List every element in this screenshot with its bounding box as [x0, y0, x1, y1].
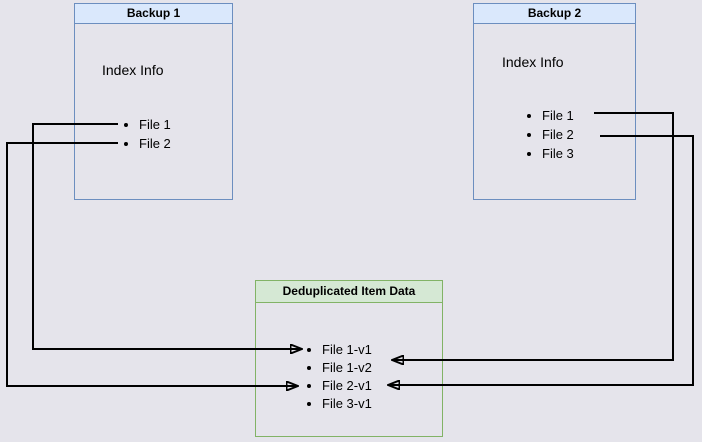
dedup-item: File 1-v1 [307, 341, 372, 359]
backup1-index-info-label: Index Info [102, 62, 164, 78]
backup2-file-list: File 1 File 2 File 3 [527, 106, 574, 163]
backup1-box: Backup 1 Index Info File 1 File 2 [74, 3, 233, 200]
deduplicated-item-data-box: Deduplicated Item Data File 1-v1 File 1-… [255, 280, 443, 437]
dedup-item: File 3-v1 [307, 395, 372, 413]
backup1-title: Backup 1 [75, 4, 232, 24]
dedup-item-list: File 1-v1 File 1-v2 File 2-v1 File 3-v1 [307, 341, 372, 413]
backup2-file-item: File 2 [527, 125, 574, 144]
backup2-title: Backup 2 [474, 4, 635, 24]
backup1-file-item: File 1 [124, 115, 171, 134]
dedup-item: File 2-v1 [307, 377, 372, 395]
backup2-file-item: File 3 [527, 144, 574, 163]
deduplicated-item-data-title: Deduplicated Item Data [256, 281, 442, 303]
backup1-file-list: File 1 File 2 [124, 115, 171, 153]
backup2-index-info-label: Index Info [502, 54, 564, 70]
backup2-file-item: File 1 [527, 106, 574, 125]
dedup-item: File 1-v2 [307, 359, 372, 377]
backup2-box: Backup 2 Index Info File 1 File 2 File 3 [473, 3, 636, 200]
backup1-file-item: File 2 [124, 134, 171, 153]
